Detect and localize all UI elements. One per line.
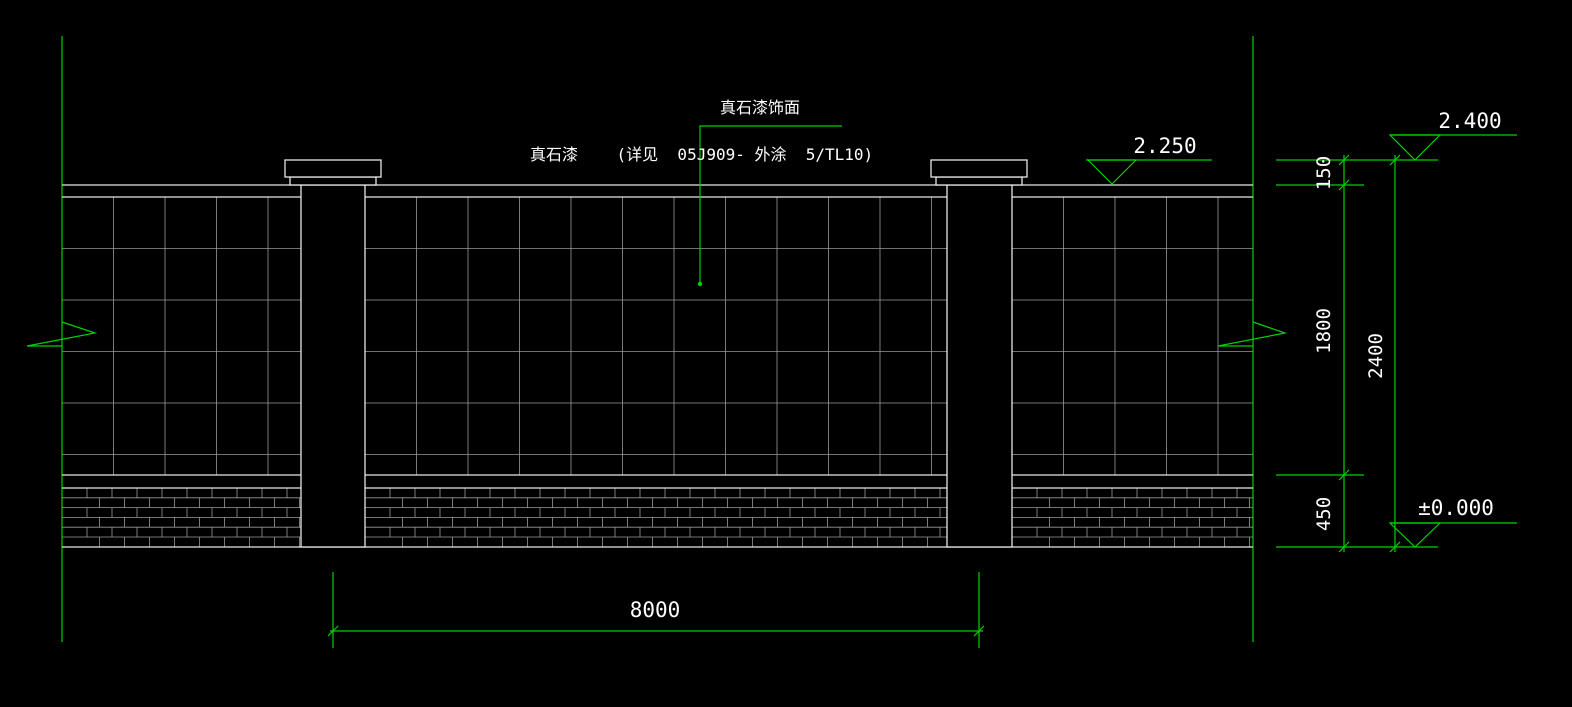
span-tick-right: [973, 625, 985, 637]
span-dimension-value: 8000: [630, 598, 681, 622]
pillar-left-body: [300, 184, 366, 548]
level-ground-value: ±0.000: [1418, 496, 1494, 520]
finish-note-label: 真石漆 (详见 05J909- 外涂 5/TL10): [530, 145, 873, 164]
pillar-right: [930, 159, 1028, 548]
pillar-left-cap-base: [289, 176, 377, 186]
dim-base-value: 450: [1313, 497, 1335, 531]
level-wall-top-triangle: [1388, 134, 1442, 161]
finish-leader: [697, 125, 842, 287]
pillar-right-cap-base: [935, 176, 1023, 186]
tick-total-160: [1389, 154, 1401, 166]
level-pillar-top-triangle: [1086, 159, 1138, 185]
level-mark-ground: [1388, 522, 1517, 548]
dim-cap-value: 150: [1313, 156, 1335, 190]
pillar-left: [284, 159, 382, 548]
tick-partial-185: [1338, 179, 1350, 191]
wall-outline: [62, 184, 1253, 548]
tick-partial-160: [1338, 154, 1350, 166]
left-break-symbol: [26, 321, 98, 347]
pillar-right-cap: [930, 159, 1028, 178]
level-mark-wall-top: [1388, 134, 1517, 161]
level-wall-top-value: 2.400: [1438, 109, 1501, 133]
pillar-right-body: [946, 184, 1013, 548]
dim-total-value: 2400: [1365, 333, 1387, 379]
span-dimension: [327, 572, 985, 648]
level-ground-triangle: [1388, 522, 1442, 548]
tick-partial-475: [1338, 469, 1350, 481]
vertical-dimensions: [1276, 154, 1438, 553]
right-break-symbol: [1217, 321, 1288, 347]
tick-partial-547: [1338, 541, 1350, 553]
panel-tile-grid: [62, 197, 1253, 475]
dim-panel-value: 1800: [1313, 308, 1335, 354]
level-pillar-top-value: 2.250: [1133, 134, 1196, 158]
level-marks: [1086, 134, 1517, 548]
finish-title-label: 真石漆饰面: [720, 98, 800, 117]
pillar-left-cap: [284, 159, 382, 178]
tick-total-547: [1389, 541, 1401, 553]
span-tick-left: [327, 625, 339, 637]
level-mark-pillar-top: [1086, 159, 1212, 185]
break-symbols: [26, 321, 1288, 347]
finish-leader-dot: [697, 281, 703, 287]
finish-leader-line: [699, 125, 842, 284]
pillars: [284, 159, 1028, 548]
brick-base-pattern: [62, 488, 1253, 547]
